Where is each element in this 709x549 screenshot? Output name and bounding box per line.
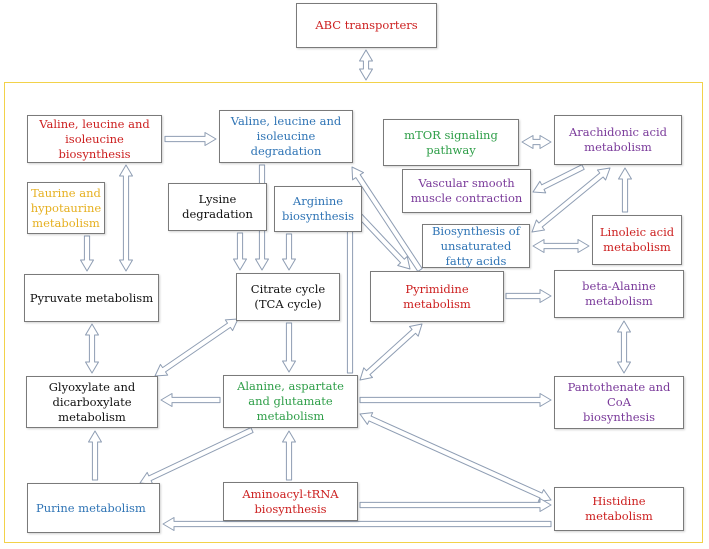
arrow-alanine-aspartate-glutamate-to-arginine-biosynthesis [343,215,357,374]
arrow-pyrimidine-to-beta-alanine [505,289,552,303]
arrow-lysine-degradation-to-citrate-cycle [233,232,247,271]
arrow-aminoacyl-trna-to-histidine [359,498,552,512]
node-pyrimidine-metabolism: Pyrimidine metabolism [370,271,504,322]
node-mtor-signaling-pathway: mTOR signaling pathway [383,119,519,166]
arrow-alanine-aspartate-glutamate-to-pantothenate-coa [359,393,552,407]
node-alanine-aspartate-glutamate-metabolism: Alanine, aspartate and glutamate metabol… [223,375,358,428]
node-purine-metabolism: Purine metabolism [27,483,160,533]
arrow-beta-alanine-to-pantothenate-coa [617,320,631,374]
node-linoleic-acid-metabolism: Linoleic acid metabolism [592,215,682,265]
arrow-unsaturated-fatty-acids-to-linoleic-acid [532,239,590,253]
node-pantothenate-coa-biosynthesis: Pantothenate and CoA biosynthesis [554,376,684,429]
node-arginine-biosynthesis: Arginine biosynthesis [274,186,362,232]
node-aminoacyl-trna-biosynthesis: Aminoacyl-tRNA biosynthesis [223,482,358,521]
arrow-arginine-biosynthesis-to-pyrimidine [357,213,411,270]
arrow-purine-to-glyoxylate [88,430,102,481]
node-citrate-cycle-tca: Citrate cycle (TCA cycle) [236,273,340,321]
arrow-arachidonic-acid-to-vascular-smooth-muscle [532,164,585,194]
arrow-pyrimidine-to-valine-degradation [351,166,423,272]
arrow-abc-transporters-to-frame [359,49,373,81]
arrow-histidine-to-purine [162,517,552,531]
arrow-aminoacyl-trna-to-alanine-aspartate-glutamate [282,430,296,481]
arrow-linoleic-acid-to-arachidonic-acid [618,167,632,213]
arrow-unsaturated-fatty-acids-to-arachidonic-acid [531,167,611,233]
node-arachidonic-acid-metabolism: Arachidonic acid metabolism [554,115,682,165]
arrow-valine-biosynthesis-to-pyruvate [119,164,133,272]
node-abc-transporters: ABC transporters [296,3,437,48]
node-vascular-smooth-muscle-contraction: Vascular smooth muscle contraction [402,169,531,213]
node-glyoxylate-dicarboxylate-metabolism: Glyoxylate and dicarboxylate metabolism [26,376,158,428]
arrow-valine-biosynthesis-to-valine-degradation [164,132,217,146]
arrow-alanine-aspartate-glutamate-to-pyrimidine [359,323,423,381]
node-taurine-hypotaurine-metabolism: Taurine and hypotaurine metabolism [27,182,105,234]
node-biosynthesis-of-unsaturated-fatty-acids: Biosynthesis of unsaturated fatty acids [422,224,530,268]
arrow-alanine-aspartate-glutamate-to-histidine [359,412,552,502]
arrow-arginine-biosynthesis-to-citrate-cycle [282,233,296,271]
arrow-pyruvate-to-glyoxylate [85,323,99,374]
node-pyruvate-metabolism: Pyruvate metabolism [24,274,159,322]
arrow-citrate-cycle-to-alanine-aspartate-glutamate [282,322,296,373]
node-lysine-degradation: Lysine degradation [168,183,267,231]
arrow-alanine-aspartate-glutamate-to-glyoxylate [160,393,221,407]
arrow-glyoxylate-to-citrate-cycle [154,318,239,377]
arrow-taurine-hypotaurine-to-pyruvate [80,235,94,272]
node-beta-alanine-metabolism: beta-Alanine metabolism [554,270,684,318]
node-valine-leucine-isoleucine-degradation: Valine, leucine and isoleucine degradati… [219,110,353,163]
node-valine-leucine-isoleucine-biosynthesis: Valine, leucine and isoleucine biosynthe… [27,115,162,163]
node-histidine-metabolism: Histidine metabolism [554,487,684,531]
arrow-mtor-signaling-to-arachidonic-acid [521,135,552,149]
arrow-alanine-aspartate-glutamate-to-purine [139,427,254,485]
